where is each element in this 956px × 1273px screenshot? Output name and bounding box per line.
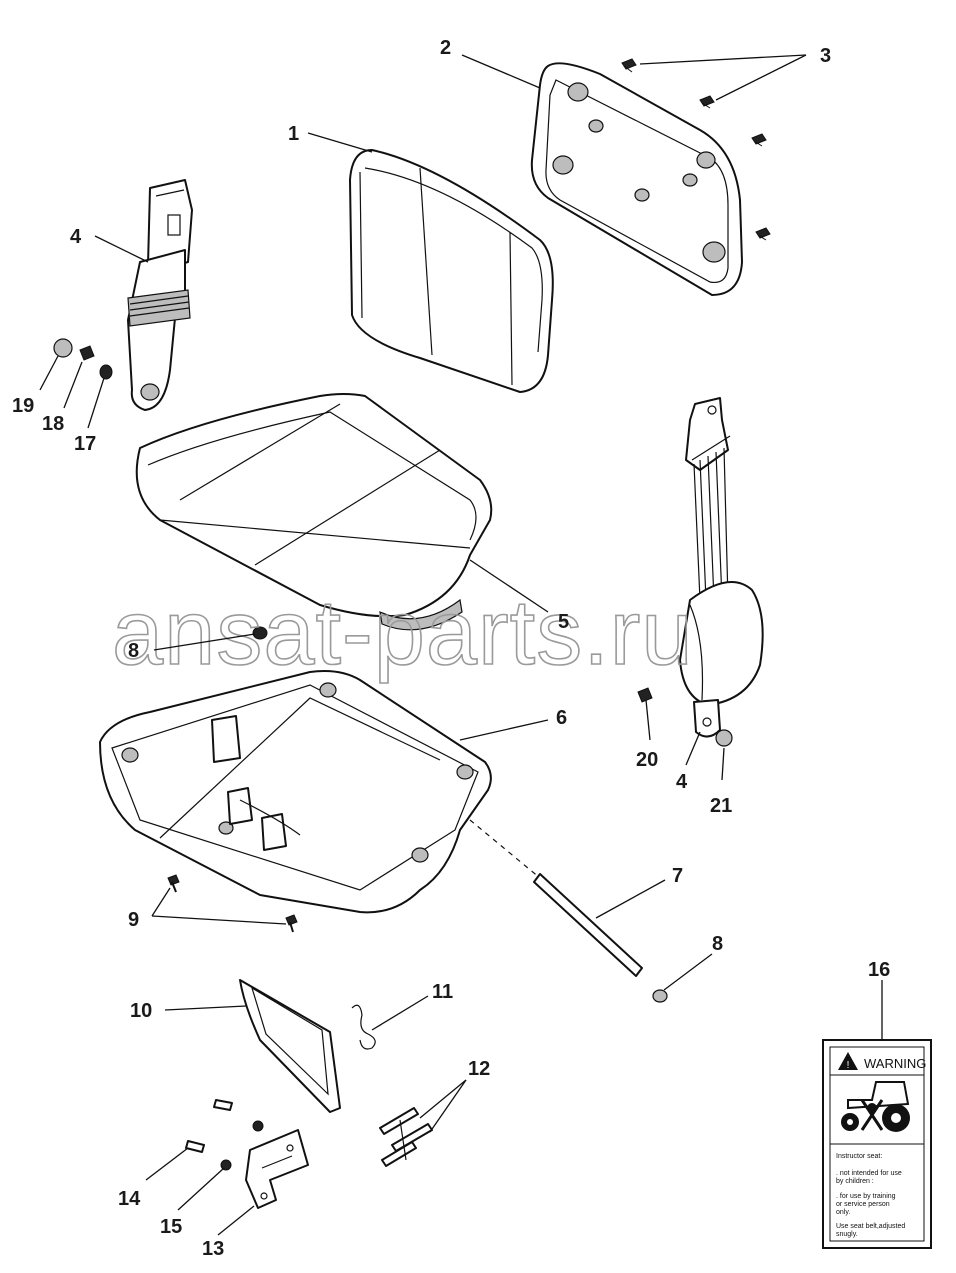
plugs-8 xyxy=(252,626,668,1003)
callout-15: 15 xyxy=(160,1216,182,1238)
warning-line-2: . not intended for use xyxy=(836,1170,902,1177)
seat-belt-buckle xyxy=(127,179,193,411)
screws-3 xyxy=(621,58,771,241)
callout-18: 18 xyxy=(42,413,64,435)
callout-8-right: 8 xyxy=(712,933,723,955)
screws-9 xyxy=(167,874,298,933)
warning-decal: ! WARNING Instructor seat: . not intende… xyxy=(822,1039,932,1249)
callout-3: 3 xyxy=(820,45,831,67)
mounting-bracket xyxy=(239,979,341,1113)
seat-cushion xyxy=(135,393,493,631)
callout-21: 21 xyxy=(710,795,732,817)
callout-5: 5 xyxy=(558,611,569,633)
warning-line-1: Instructor seat: xyxy=(836,1153,882,1160)
callout-4-retractor: 4 xyxy=(676,771,688,793)
seat-base-pan xyxy=(99,670,492,914)
callout-8-left: 8 xyxy=(128,640,139,662)
warning-line-7: Use seat belt,adjusted xyxy=(836,1223,905,1230)
seat-belt-retractor xyxy=(679,397,764,738)
hinge-plate xyxy=(245,1129,309,1209)
callout-1: 1 xyxy=(288,123,299,145)
callout-20: 20 xyxy=(636,749,658,771)
callout-12: 12 xyxy=(468,1058,490,1080)
tractor-icon xyxy=(841,1081,910,1132)
callout-16: 16 xyxy=(868,959,890,981)
callout-13: 13 xyxy=(202,1238,224,1260)
callout-6: 6 xyxy=(556,707,567,729)
callout-10: 10 xyxy=(130,1000,152,1022)
callout-11: 11 xyxy=(432,981,453,1003)
callout-numbers: 1 2 3 4 5 6 7 8 8 9 10 11 12 13 14 15 16… xyxy=(12,37,890,1260)
clips-12 xyxy=(379,1107,433,1167)
warning-line-4: . for use by training xyxy=(836,1193,896,1200)
warning-title: WARNING xyxy=(864,1056,926,1071)
svg-text:!: ! xyxy=(847,1060,850,1071)
callout-2: 2 xyxy=(440,37,451,59)
torsion-spring xyxy=(351,1004,376,1050)
callout-4-buckle: 4 xyxy=(70,226,82,248)
warning-line-8: snugly. xyxy=(836,1231,858,1238)
fasteners-20-21 xyxy=(637,687,733,747)
watermark-text: ansat-parts.ru xyxy=(112,582,694,684)
callout-7: 7 xyxy=(672,865,683,887)
fasteners-14-15 xyxy=(185,1099,264,1171)
warning-triangle-icon xyxy=(838,1052,858,1070)
backrest-cushion xyxy=(349,149,554,393)
warning-line-3: by children : xyxy=(836,1178,874,1185)
callout-17: 17 xyxy=(74,433,96,455)
fasteners-17-19 xyxy=(53,338,113,380)
callout-9: 9 xyxy=(128,909,139,931)
warning-line-5: or service person xyxy=(836,1201,890,1208)
callout-14: 14 xyxy=(118,1188,141,1210)
hinge-rod xyxy=(469,819,643,977)
leader-lines xyxy=(39,54,883,1236)
warning-line-6: only. xyxy=(836,1209,850,1216)
backrest-shell xyxy=(530,62,743,296)
callout-19: 19 xyxy=(12,395,34,417)
